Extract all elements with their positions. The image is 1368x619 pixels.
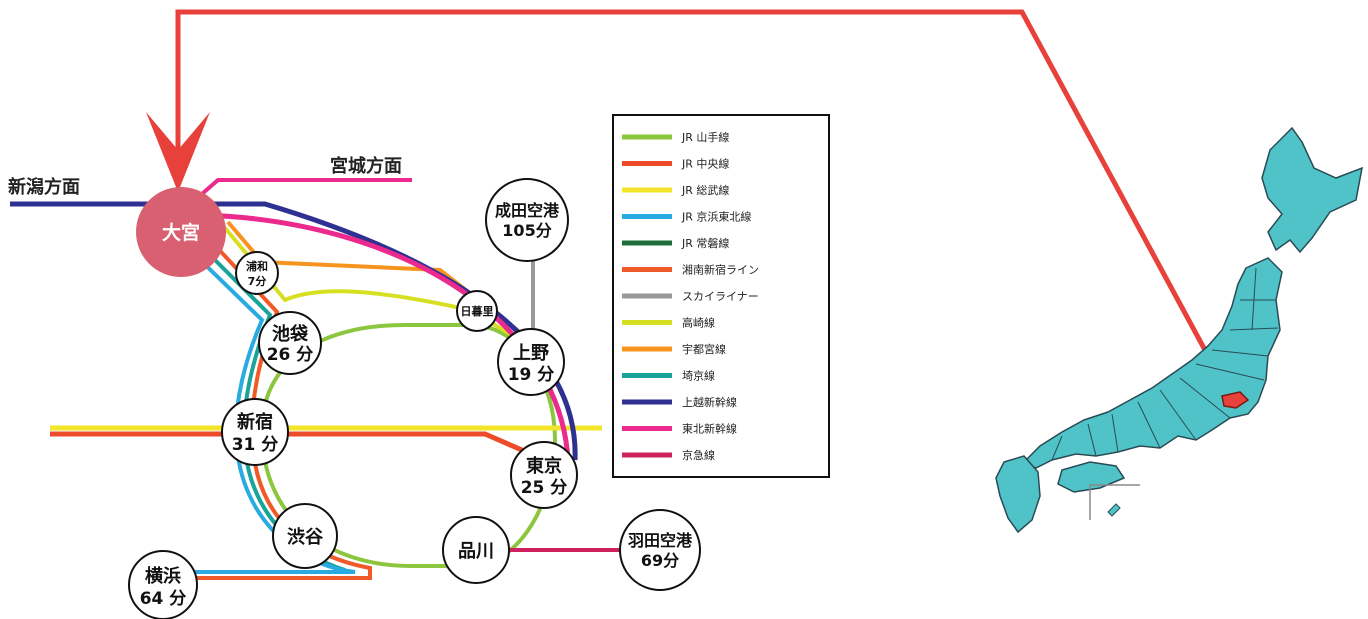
nippori-name: 日暮里 (461, 304, 494, 318)
legend-item: 埼京線 (622, 369, 715, 383)
legend-item: 高崎線 (622, 316, 715, 330)
ikebukuro-name: 池袋 (272, 323, 309, 345)
shinagawa-name: 品川 (458, 541, 494, 562)
legend-label: 高崎線 (682, 316, 715, 330)
station-nippori[interactable]: 日暮里 (456, 290, 498, 332)
haneda-name: 羽田空港 (628, 531, 693, 550)
legend-label: JR 山手線 (681, 130, 729, 144)
legend-label: JR 京浜東北線 (681, 210, 751, 224)
niigata-direction-label: 新潟方面 (8, 176, 80, 198)
urawa-time: 7分 (248, 274, 267, 288)
ueno-name: 上野 (513, 343, 549, 364)
station-omiya[interactable]: 大宮 (136, 187, 226, 277)
legend-item: JR 総武線 (622, 183, 729, 197)
legend-item: スカイライナー (622, 290, 759, 303)
tohoku-shinkansen (199, 212, 571, 461)
legend-label: 宇都宮線 (682, 342, 726, 356)
station-ueno[interactable]: 上野 19 分 (497, 328, 565, 396)
legend-label: 上越新幹線 (682, 395, 737, 409)
shinjuku-name: 新宿 (237, 411, 273, 433)
japan-map (995, 126, 1363, 534)
legend-item: JR 京浜東北線 (622, 210, 751, 224)
omiya-label: 大宮 (162, 221, 200, 244)
okinawa-inset-frame (1089, 484, 1140, 520)
narita-name: 成田空港 (495, 201, 560, 220)
legend-item: 湘南新宿ライン (622, 263, 759, 277)
legend-label: 埼京線 (682, 369, 715, 383)
legend: JR 山手線 JR 中央線 JR 総武線 JR 京浜東北線 JR 常磐線湘南新宿ラインス… (612, 114, 830, 478)
honshu-shape (1022, 257, 1283, 469)
station-ikebukuro[interactable]: 池袋 26 分 (258, 311, 322, 375)
shikoku-shape (1057, 461, 1126, 493)
yokohama-time: 64 分 (140, 589, 187, 609)
okinawa-shape (1107, 503, 1121, 517)
miyagi-direction-label: 宮城方面 (330, 155, 402, 177)
station-narita[interactable]: 成田空港 105分 (485, 178, 569, 262)
legend-label: JR 常磐線 (681, 236, 729, 250)
legend-label: JR 総武線 (681, 183, 729, 197)
shinjuku-time: 31 分 (232, 435, 279, 455)
tokyo-highlight (1221, 391, 1250, 409)
station-haneda[interactable]: 羽田空港 69分 (619, 509, 701, 591)
urawa-name: 浦和 (246, 259, 268, 273)
tokyo-time: 25 分 (521, 478, 568, 498)
pointer-arrow (146, 9, 1235, 402)
legend-item: JR 中央線 (622, 157, 729, 171)
kyushu-shape (995, 455, 1041, 534)
legend-item: JR 常磐線 (622, 236, 729, 250)
chuo-line (50, 431, 546, 463)
legend-label: JR 中央線 (681, 157, 729, 171)
legend-item: 京急線 (622, 448, 715, 462)
station-shibuya[interactable]: 渋谷 (272, 503, 338, 569)
narita-time: 105分 (502, 221, 551, 240)
shibuya-name: 渋谷 (287, 526, 324, 548)
station-urawa[interactable]: 浦和 7分 (235, 251, 279, 295)
station-yokohama[interactable]: 横浜 64 分 (128, 550, 198, 619)
tokyo-name: 東京 (526, 455, 562, 477)
legend-label: 京急線 (682, 448, 715, 462)
legend-label: スカイライナー (682, 290, 759, 303)
ikebukuro-time: 26 分 (267, 345, 314, 365)
miyagi-line (193, 178, 412, 202)
legend-item: 東北新幹線 (622, 422, 737, 436)
takasaki-line (218, 220, 522, 342)
legend-item: 上越新幹線 (622, 395, 737, 409)
haneda-time: 69分 (641, 551, 679, 570)
yokohama-name: 横浜 (145, 565, 181, 587)
hokkaido-shape (1261, 126, 1363, 254)
ueno-time: 19 分 (508, 365, 555, 385)
legend-label: 東北新幹線 (682, 422, 737, 436)
legend-item: JR 山手線 (622, 130, 729, 144)
station-shinjuku[interactable]: 新宿 31 分 (221, 398, 289, 466)
legend-label: 湘南新宿ライン (682, 263, 759, 277)
station-tokyo[interactable]: 東京 25 分 (510, 441, 578, 509)
legend-item: 宇都宮線 (622, 342, 726, 356)
station-shinagawa[interactable]: 品川 (442, 516, 510, 584)
